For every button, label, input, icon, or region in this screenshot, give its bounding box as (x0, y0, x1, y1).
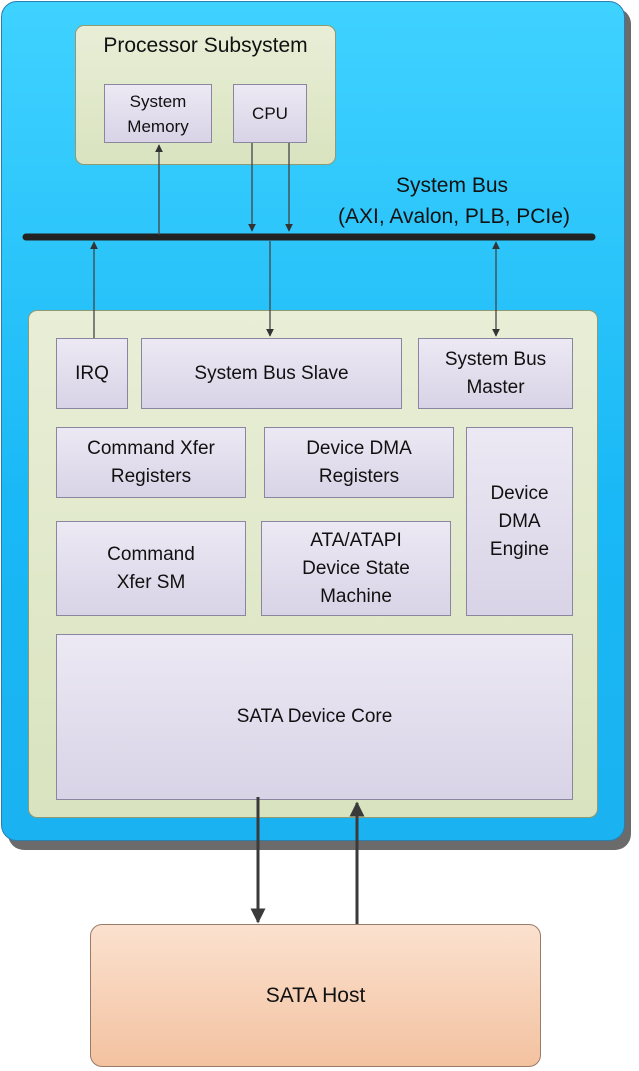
system-bus-label-line2: (AXI, Avalon, PLB, PCIe) (338, 205, 570, 228)
system-memory-block: System Memory (104, 84, 212, 143)
system-bus-label-line1: System Bus (395, 174, 509, 197)
irq-label: IRQ (75, 362, 109, 384)
irq-block: IRQ (56, 338, 128, 409)
command-xfer-registers-block: Command Xfer Registers (56, 427, 246, 498)
ata-atapi-state-machine-block: ATA/ATAPI Device State Machine (261, 521, 451, 616)
ata-atapi-line2: Device State (302, 557, 410, 579)
cpu-block: CPU (233, 84, 307, 143)
processor-subsystem-title: Processor Subsystem (103, 34, 308, 57)
sata-device-core-block: SATA Device Core (56, 634, 573, 800)
device-dma-registers-line2: Registers (318, 465, 400, 487)
ata-atapi-line1: ATA/ATAPI (310, 529, 402, 551)
device-dma-engine-line1: Device (490, 482, 549, 504)
sata-host-block: SATA Host (90, 924, 541, 1067)
system-bus-master-line1: System Bus (444, 348, 547, 370)
device-dma-registers-line1: Device DMA (306, 437, 412, 459)
command-xfer-sm-block: Command Xfer SM (56, 521, 246, 616)
cpu-label: CPU (252, 104, 288, 123)
command-xfer-registers-line2: Registers (110, 465, 192, 487)
device-dma-engine-line2: DMA (498, 510, 541, 532)
system-memory-line2: Memory (127, 116, 189, 136)
device-dma-engine-line3: Engine (489, 538, 550, 560)
system-bus-slave-block: System Bus Slave (141, 338, 402, 409)
system-memory-line1: System (129, 91, 187, 111)
sata-host-label: SATA Host (265, 983, 366, 1007)
system-bus-master-line2: Master (466, 376, 525, 398)
device-dma-registers-block: Device DMA Registers (264, 427, 454, 498)
command-xfer-registers-line1: Command Xfer (87, 437, 215, 459)
command-xfer-sm-line1: Command (107, 543, 195, 565)
system-bus-master-block: System Bus Master (418, 338, 573, 409)
sata-device-core-label: SATA Device Core (236, 706, 393, 727)
command-xfer-sm-line2: Xfer SM (116, 571, 186, 593)
ata-atapi-line3: Machine (320, 585, 392, 607)
device-dma-engine-block: Device DMA Engine (466, 427, 573, 616)
system-bus-slave-label: System Bus Slave (194, 362, 349, 384)
